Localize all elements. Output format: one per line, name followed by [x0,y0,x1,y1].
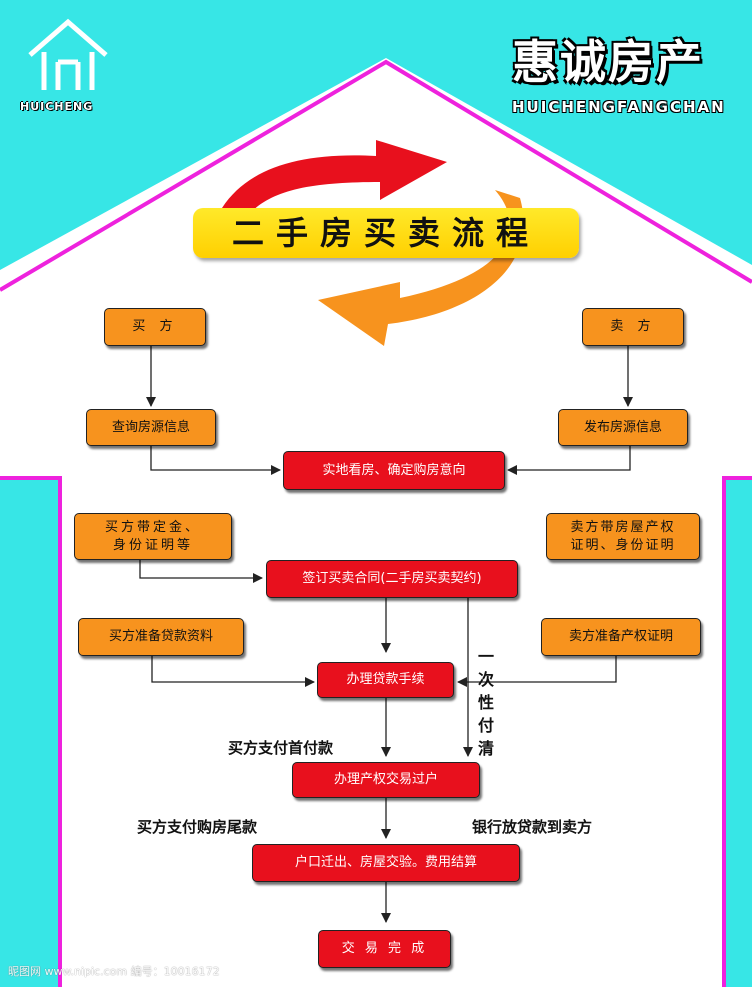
left-wall [0,480,58,987]
title-bar [193,208,579,258]
watermark: 昵图网 www.nipic.com 编号：10016172 [8,965,220,978]
seller-box: 卖 方 [582,308,684,346]
seller-cert-line-1: 卖方带房屋产权 [570,519,676,535]
house-icon [28,18,108,90]
one-time-payment-note: 一 次 性 付 清 [474,645,498,760]
page-title: 二手房买卖流程 [231,214,540,252]
connectors [139,346,633,923]
publish-listing-box: 发布房源信息 [558,409,688,446]
one-time-char: 清 [477,739,494,758]
orange-curved-arrow [318,190,524,346]
transfer-box: 办理产权交易过户 [292,762,480,798]
viewing-box: 实地看房、确定购房意向 [283,451,505,490]
bank-loan-note: 银行放贷款到卖方 [472,818,593,836]
one-time-char: 一 [477,647,494,666]
one-time-char: 付 [477,716,494,735]
contract-box: 签订买卖合同(二手房买卖契约) [266,560,518,598]
logo-text: HUICHENG [20,100,94,113]
buyer-deposit-line-2: 身份证明等 [112,537,193,553]
final-payment-note: 买方支付购房尾款 [137,818,258,836]
buyer-loan-docs-box: 买方准备贷款资料 [78,618,244,656]
buyer-box: 买 方 [104,308,206,346]
one-time-char: 次 [477,670,494,689]
house-shape [0,58,752,987]
red-curved-arrow [222,140,447,218]
seller-cert-line-2: 证明、身份证明 [570,537,676,553]
query-listing-box: 查询房源信息 [86,409,216,446]
roof-outline [0,59,752,292]
right-wall [726,480,752,987]
loan-box: 办理贷款手续 [317,662,454,698]
buyer-deposit-box: 买方带定金、 身份证明等 [74,513,232,560]
seller-prop-cert-box: 卖方准备产权证明 [541,618,701,656]
buyer-deposit-line-1: 买方带定金、 [104,519,201,535]
done-box: 交 易 完 成 [318,930,451,968]
down-payment-note: 买方支付首付款 [228,739,334,757]
brand-subtitle: HUICHENGFANGCHAN [512,98,726,116]
seller-cert-box: 卖方带房屋产权 证明、身份证明 [546,513,700,560]
brand-title: 惠诚房产 [512,35,704,89]
one-time-char: 性 [477,693,494,712]
handover-box: 户口迁出、房屋交验。费用结算 [252,844,520,882]
